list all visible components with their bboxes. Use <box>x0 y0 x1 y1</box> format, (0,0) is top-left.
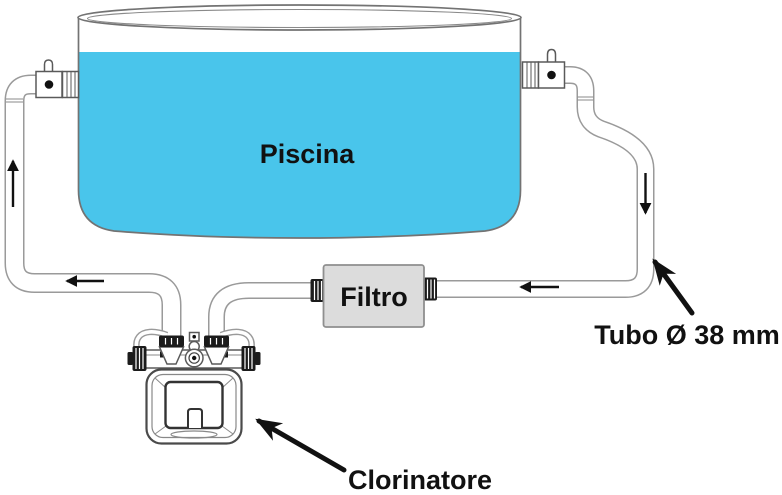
right-valve <box>521 48 566 89</box>
tube-callout-arrow <box>652 258 695 316</box>
suction-pipe <box>437 66 655 298</box>
filter-to-chlorinator-pipe <box>208 282 318 340</box>
filter-right-fitting <box>423 277 437 301</box>
left-valve-stem <box>43 59 54 73</box>
tube-label: Tubo Ø 38 mm <box>594 320 780 350</box>
chlorinator-left-port <box>158 335 185 365</box>
filter: Filtro <box>310 264 437 328</box>
pool: Piscina <box>77 4 522 239</box>
chlorinator-window-tab <box>187 408 203 428</box>
chlorinator-center-valve <box>184 331 204 368</box>
pipe-joint-seams <box>6 96 594 103</box>
pool-label: Piscina <box>260 139 356 169</box>
chlorinator-base-oval <box>170 430 218 439</box>
left-valve-knob <box>44 80 54 89</box>
pool-water <box>78 52 521 238</box>
chlorinator-right-port <box>203 335 230 365</box>
chlorinator-right-cap <box>241 346 261 371</box>
left-valve <box>35 59 80 99</box>
return-pipe <box>4 74 182 340</box>
chlorinator-unit <box>127 328 261 445</box>
chlorinator-callout-arrow <box>255 418 347 473</box>
filter-box <box>322 264 425 328</box>
pool-rim <box>77 4 522 31</box>
right-valve-knob <box>547 70 556 80</box>
right-valve-stem <box>546 48 557 64</box>
chlorinator-label: Clorinatore <box>348 465 492 495</box>
chlorinator-left-cap <box>127 346 147 371</box>
filter-left-fitting <box>310 279 324 302</box>
filter-label: Filtro <box>340 282 408 312</box>
